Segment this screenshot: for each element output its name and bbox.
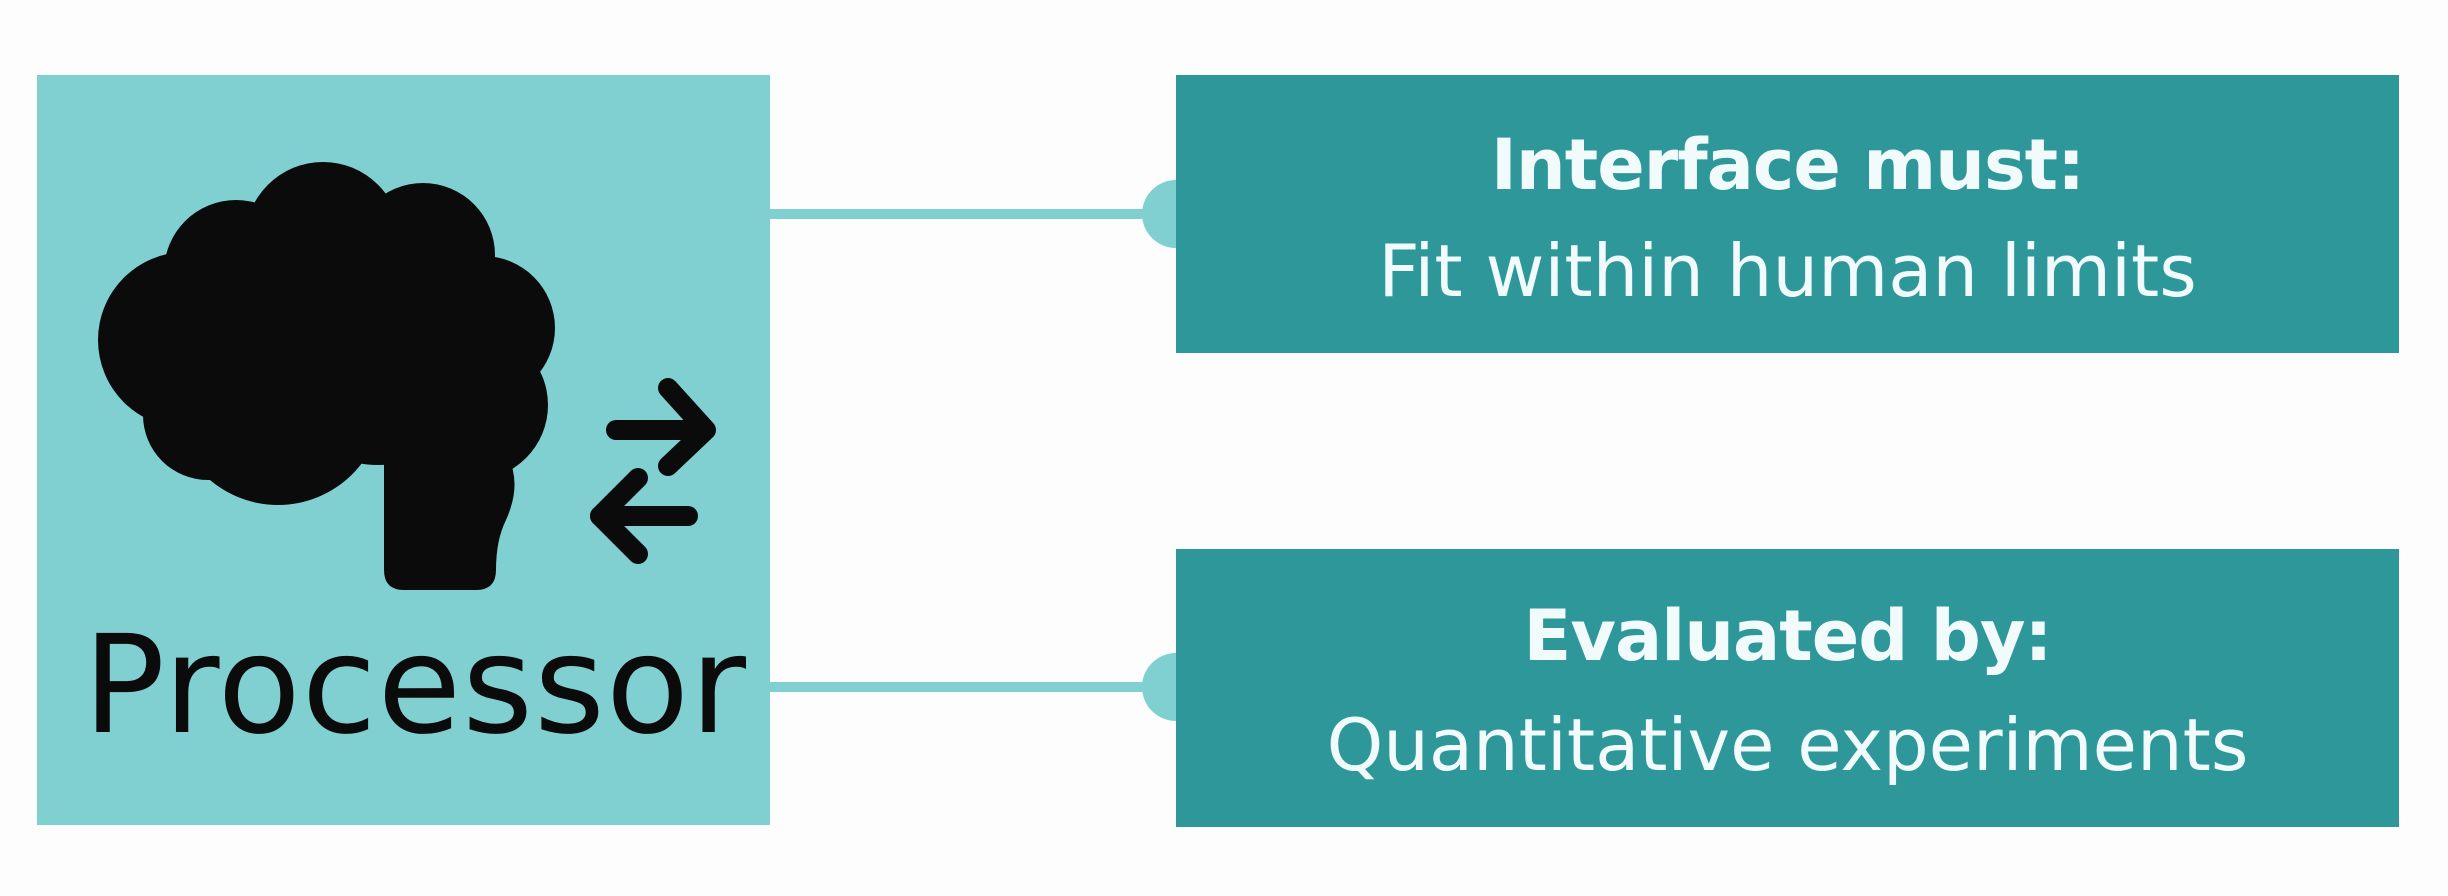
brain-icon	[98, 162, 716, 590]
interface-requirement-box: Interface must: Fit within human limits	[1176, 75, 2399, 353]
interface-requirement-text: Fit within human limits	[1378, 229, 2197, 313]
brain-shape	[98, 162, 555, 590]
connector-line-top	[770, 209, 1190, 219]
exchange-arrows-icon	[590, 378, 716, 564]
evaluation-method-box: Evaluated by: Quantitative experiments	[1176, 549, 2399, 827]
connector-line-bottom	[770, 682, 1190, 692]
evaluation-method-title: Evaluated by:	[1523, 595, 2053, 677]
processor-label: Processor	[83, 607, 748, 765]
interface-requirement-title: Interface must:	[1490, 124, 2085, 206]
evaluation-method-text: Quantitative experiments	[1326, 703, 2249, 787]
